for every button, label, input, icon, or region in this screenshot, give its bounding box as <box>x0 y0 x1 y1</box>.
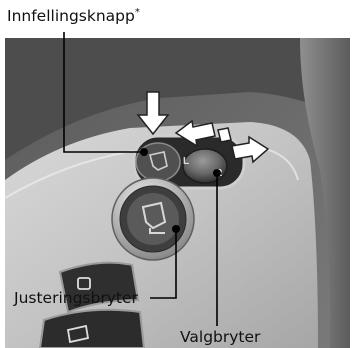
press-down-arrow <box>136 91 170 136</box>
lock-icon <box>77 277 91 290</box>
adjust-switch-label: Justeringsbryter <box>14 289 138 307</box>
slide-right-arrow <box>231 135 270 164</box>
adjust-switch[interactable] <box>111 177 195 261</box>
fold-button-label: Innfellingsknapp* <box>7 8 140 25</box>
window-switch <box>38 261 146 348</box>
arrow-gap-bar <box>217 127 232 143</box>
switch-letter-l: L <box>183 156 189 167</box>
fold-button[interactable] <box>135 142 181 182</box>
switch-letter-r: R <box>215 168 223 179</box>
fold-button-footnote-mark: * <box>134 7 140 18</box>
fold-button-label-text: Innfellingsknapp <box>7 7 135 26</box>
door-pillar <box>300 38 350 348</box>
slide-left-arrow <box>174 119 216 148</box>
mirror-fold-icon <box>149 151 168 171</box>
select-switch-label: Valgbryter <box>180 328 261 346</box>
window-icon <box>66 324 90 344</box>
operation-arrows <box>136 91 270 164</box>
